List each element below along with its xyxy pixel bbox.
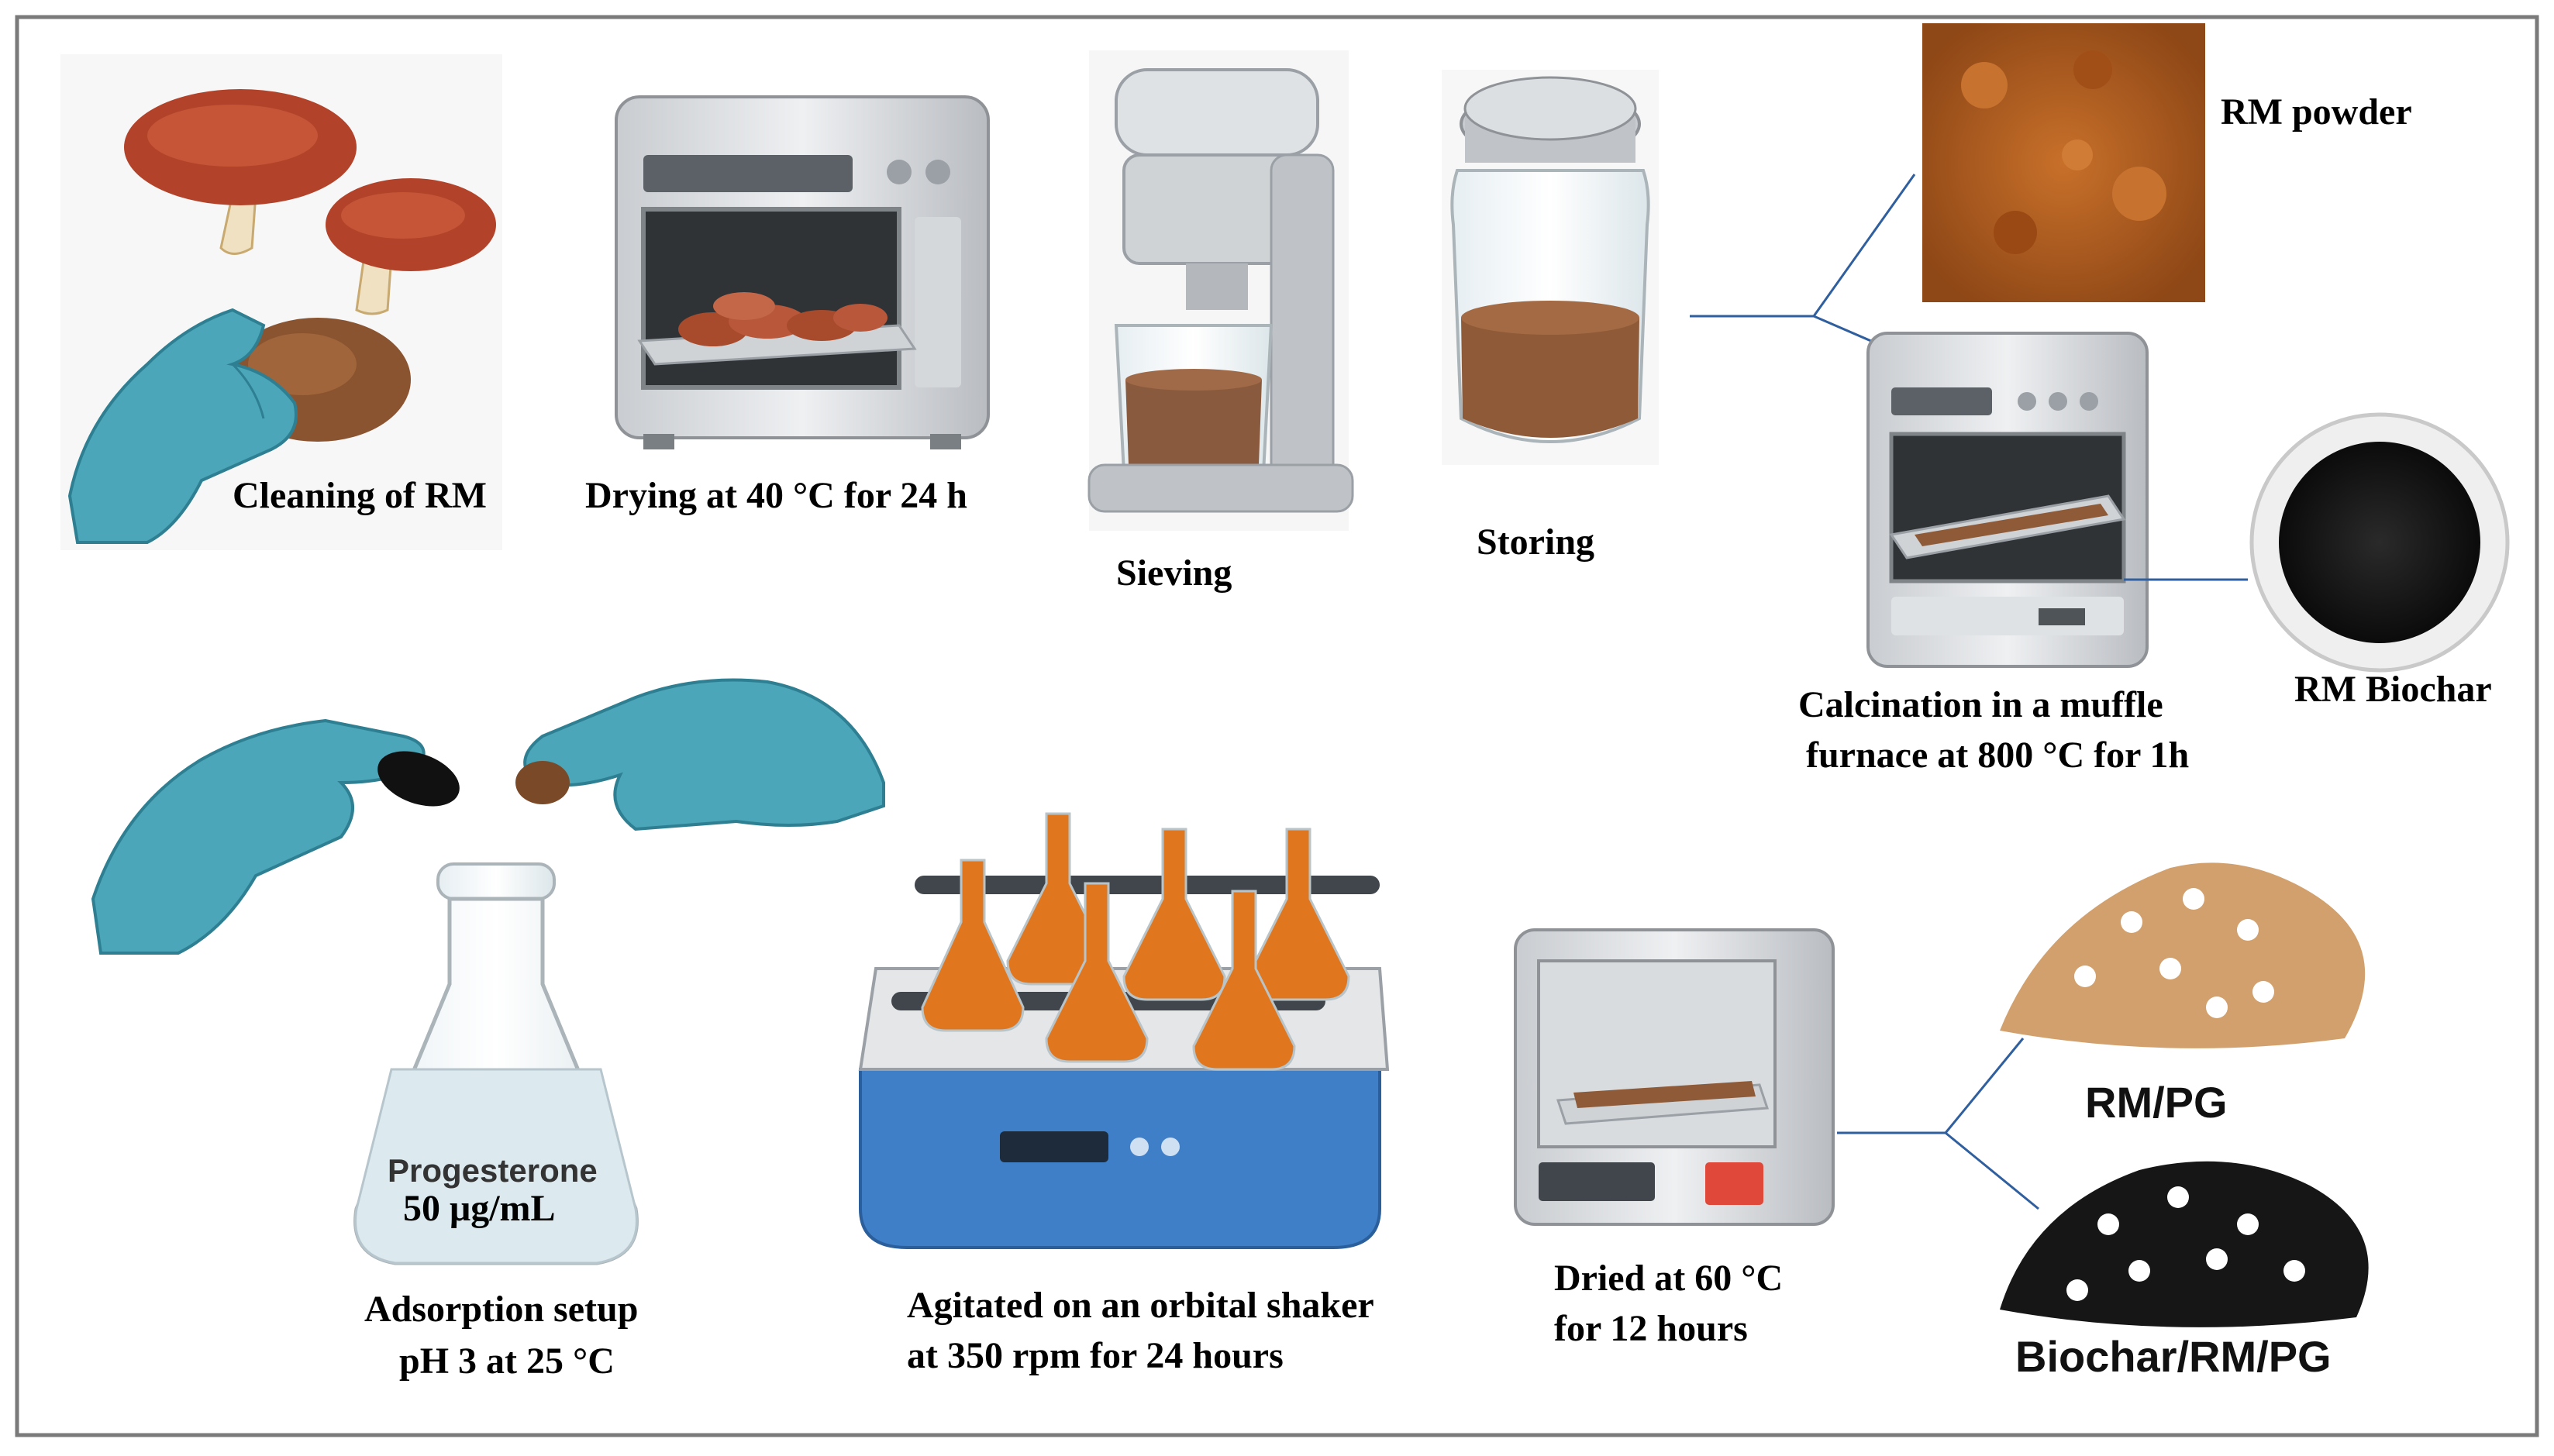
cleaning-illustration bbox=[60, 54, 502, 550]
sieving-label: Sieving bbox=[1116, 552, 1232, 594]
agitated-label-line2: at 350 rpm for 24 hours bbox=[907, 1335, 1284, 1376]
adsorption-label-line2: pH 3 at 25 °C bbox=[399, 1341, 615, 1382]
concentration-label: 50 μg/mL bbox=[403, 1188, 556, 1229]
storing-jar-illustration bbox=[1442, 70, 1659, 465]
calcination-label-line1: Calcination in a muffle bbox=[1798, 684, 2163, 725]
dried-label-line1: Dried at 60 °C bbox=[1554, 1258, 1783, 1299]
agitated-label-line1: Agitated on an orbital shaker bbox=[907, 1285, 1374, 1326]
rm-pg-pile-illustration bbox=[2000, 862, 2366, 1048]
outer-frame bbox=[15, 15, 2539, 1437]
sieving-illustration bbox=[1087, 50, 1354, 531]
drying-label: Drying at 40 °C for 24 h bbox=[585, 475, 967, 516]
drying-oven-illustration bbox=[615, 95, 990, 449]
rm-powder-illustration bbox=[1922, 23, 2205, 302]
progesterone-label: Progesterone bbox=[388, 1152, 598, 1189]
dried-connector bbox=[1837, 1038, 2039, 1210]
storing-label: Storing bbox=[1477, 521, 1594, 563]
biochar-rm-pg-pile-illustration bbox=[2000, 1161, 2369, 1327]
adsorption-label-line1: Adsorption setup bbox=[364, 1289, 638, 1330]
rm-powder-label: RM powder bbox=[2221, 91, 2412, 133]
drying-oven-60-illustration bbox=[1514, 928, 1835, 1226]
calcination-label-line2: furnace at 800 °C for 1h bbox=[1806, 735, 2189, 776]
dried-label-line2: for 12 hours bbox=[1554, 1308, 1748, 1349]
rm-biochar-illustration bbox=[2249, 412, 2510, 673]
storing-connector bbox=[1690, 174, 1916, 358]
muffle-furnace-illustration bbox=[1866, 332, 2149, 668]
rm-pg-label: RM/PG bbox=[2085, 1078, 2228, 1127]
cleaning-label: Cleaning of RM bbox=[233, 475, 487, 516]
rm-biochar-label: RM Biochar bbox=[2294, 669, 2492, 710]
adsorption-illustration bbox=[91, 678, 885, 1265]
orbital-shaker-illustration bbox=[858, 812, 1390, 1249]
biochar-rm-pg-label: Biochar/RM/PG bbox=[2015, 1332, 2332, 1381]
